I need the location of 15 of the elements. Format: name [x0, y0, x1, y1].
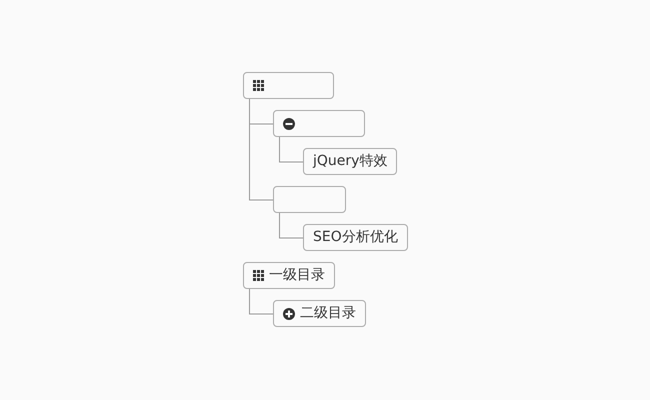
tree-item-box: [303, 224, 408, 251]
tree-item-box: [243, 72, 334, 99]
tree-connector: [279, 136, 304, 162]
tree-item-box: [273, 110, 365, 137]
tree-connector: [249, 288, 274, 314]
tree-item-box: [243, 262, 335, 289]
tree-item-label: 一级目录: [269, 266, 325, 285]
tree-item-label: jQuery特效: [313, 152, 388, 171]
tree-item-label: 二级目录: [300, 304, 356, 323]
tree-item-box: [303, 148, 398, 175]
tree-item-label: SEO分析优化: [313, 228, 398, 247]
tree-connector: [279, 212, 304, 238]
tree-item-box: [273, 300, 366, 327]
tree-item-box: [273, 186, 346, 213]
tree-connector: [249, 98, 274, 200]
